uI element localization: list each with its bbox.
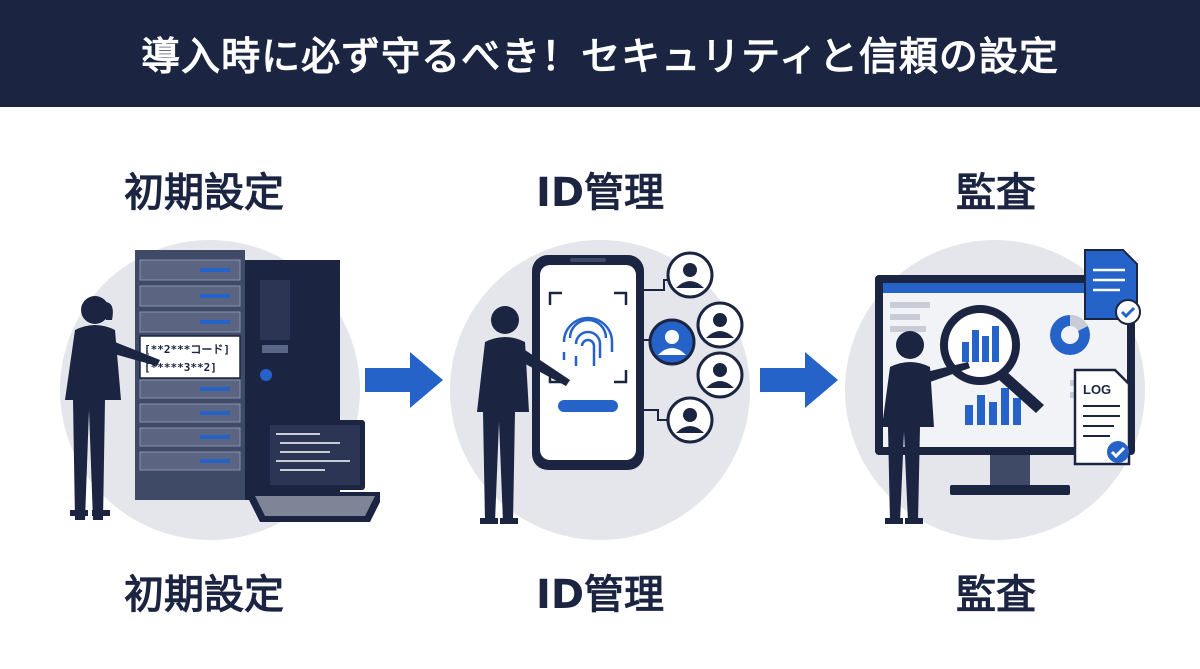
person-silhouette-icon	[65, 296, 160, 520]
initial-setup-illustration: [**2***コード] [*****3**2]	[60, 240, 380, 540]
step-1-title: 初期設定	[124, 170, 284, 216]
user-avatar-highlight-icon	[648, 318, 696, 366]
fingerprint-icon	[562, 316, 614, 366]
id-management-illustration	[450, 240, 750, 540]
smartphone-icon	[532, 255, 644, 470]
user-avatar-icon	[666, 396, 714, 444]
person-silhouette-icon	[477, 306, 570, 524]
code-line-1: [**2***コード]	[144, 343, 230, 356]
header-banner: 導入時に必ず守るべき！セキュリティと信頼の設定	[0, 0, 1200, 107]
code-panel: [**2***コード] [*****3**2]	[139, 335, 241, 379]
person-silhouette-icon	[882, 331, 970, 524]
step-1-caption: 初期設定	[124, 572, 284, 618]
step-3-title: 監査	[956, 170, 1036, 216]
log-label: LOG	[1083, 382, 1111, 397]
laptop-icon	[245, 420, 380, 522]
pie-chart-icon	[1050, 314, 1090, 355]
magnifier-icon	[940, 305, 1044, 413]
user-avatar-icon	[696, 351, 744, 399]
bar-chart-icon	[965, 388, 1021, 425]
code-line-2: [*****3**2]	[144, 361, 217, 374]
step-2-title: ID管理	[535, 170, 665, 216]
user-avatar-icon	[696, 301, 744, 349]
user-avatar-icon	[666, 251, 714, 299]
log-document-icon: LOG	[1073, 368, 1131, 466]
arrow-right-icon	[760, 352, 838, 408]
arrow-right-icon	[365, 352, 443, 408]
step-3-caption: 監査	[956, 572, 1036, 618]
document-check-icon	[1084, 249, 1141, 325]
page-title: 導入時に必ず守るべき！セキュリティと信頼の設定	[141, 34, 1059, 80]
audit-illustration: LOG	[845, 240, 1145, 540]
step-2-caption: ID管理	[535, 572, 665, 618]
